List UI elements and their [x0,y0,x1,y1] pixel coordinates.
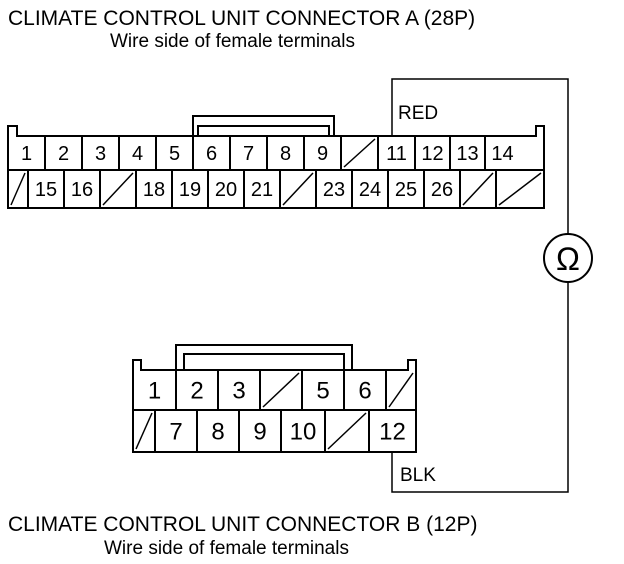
terminal-14: 14 [491,143,513,165]
terminal-26: 26 [431,179,453,201]
terminal-13: 13 [456,143,478,165]
terminal-6: 6 [206,143,217,165]
terminal-2: 2 [58,143,69,165]
connector-b-title: CLIMATE CONTROL UNIT CONNECTOR B (12P) [8,513,478,536]
terminal-23: 23 [323,179,345,201]
connector-b-subtitle: Wire side of female terminals [104,538,349,559]
terminal-18: 18 [143,179,165,201]
unused-cavity [262,372,300,408]
terminal-16: 16 [71,179,93,201]
terminal-21: 21 [251,179,273,201]
connector-b-lock-tab [175,344,353,370]
terminal-15: 15 [35,179,57,201]
terminal-1: 1 [21,143,32,165]
terminal-11: 11 [386,143,407,165]
unused-cavity [462,172,494,206]
unused-cavity [102,172,134,206]
terminal-1: 1 [148,378,161,405]
ohmmeter-icon [543,233,593,283]
connector-a-subtitle: Wire side of female terminals [110,31,355,52]
terminal-20: 20 [215,179,237,201]
terminal-9: 9 [253,419,266,446]
terminal-5: 5 [316,378,329,405]
connector-b-row1: 1 2 3 5 6 [148,370,414,410]
connector-a-housing [7,125,545,209]
terminal-8: 8 [211,419,224,446]
connector-a-title: CLIMATE CONTROL UNIT CONNECTOR A (28P) [8,7,476,30]
unused-cavity [327,412,367,450]
terminal-7: 7 [243,143,254,165]
terminal-19: 19 [179,179,201,201]
probe-wire-red [391,78,569,234]
connector-b-row2: 7 8 9 10 12 [135,410,406,452]
unused-cavity [498,172,542,206]
connector-b-housing [132,359,417,453]
connector-a-lock-tab [192,115,335,136]
unused-cavity [10,172,26,206]
terminal-4: 4 [132,143,143,165]
probe-wire-blk [391,282,569,493]
terminal-25: 25 [395,179,417,201]
terminal-6: 6 [358,378,371,405]
terminal-10: 10 [290,419,317,446]
terminal-8: 8 [280,143,291,165]
unused-cavity [135,412,153,450]
wire-label-red: RED [398,103,439,124]
terminal-12: 12 [379,419,406,446]
terminal-9: 9 [317,143,328,165]
ohmmeter-symbol: Ω [556,241,580,277]
wire-label-blk: BLK [400,465,436,486]
terminal-2: 2 [190,378,203,405]
terminal-7: 7 [169,419,182,446]
unused-cavity [343,138,376,168]
unused-cavity [282,172,314,206]
unused-cavity [388,372,414,408]
terminal-24: 24 [359,179,381,201]
terminal-3: 3 [95,143,106,165]
terminal-3: 3 [232,378,245,405]
terminal-5: 5 [169,143,180,165]
terminal-12: 12 [421,143,443,165]
connector-a-row2: 15 16 18 19 20 21 23 24 25 26 [10,170,542,208]
